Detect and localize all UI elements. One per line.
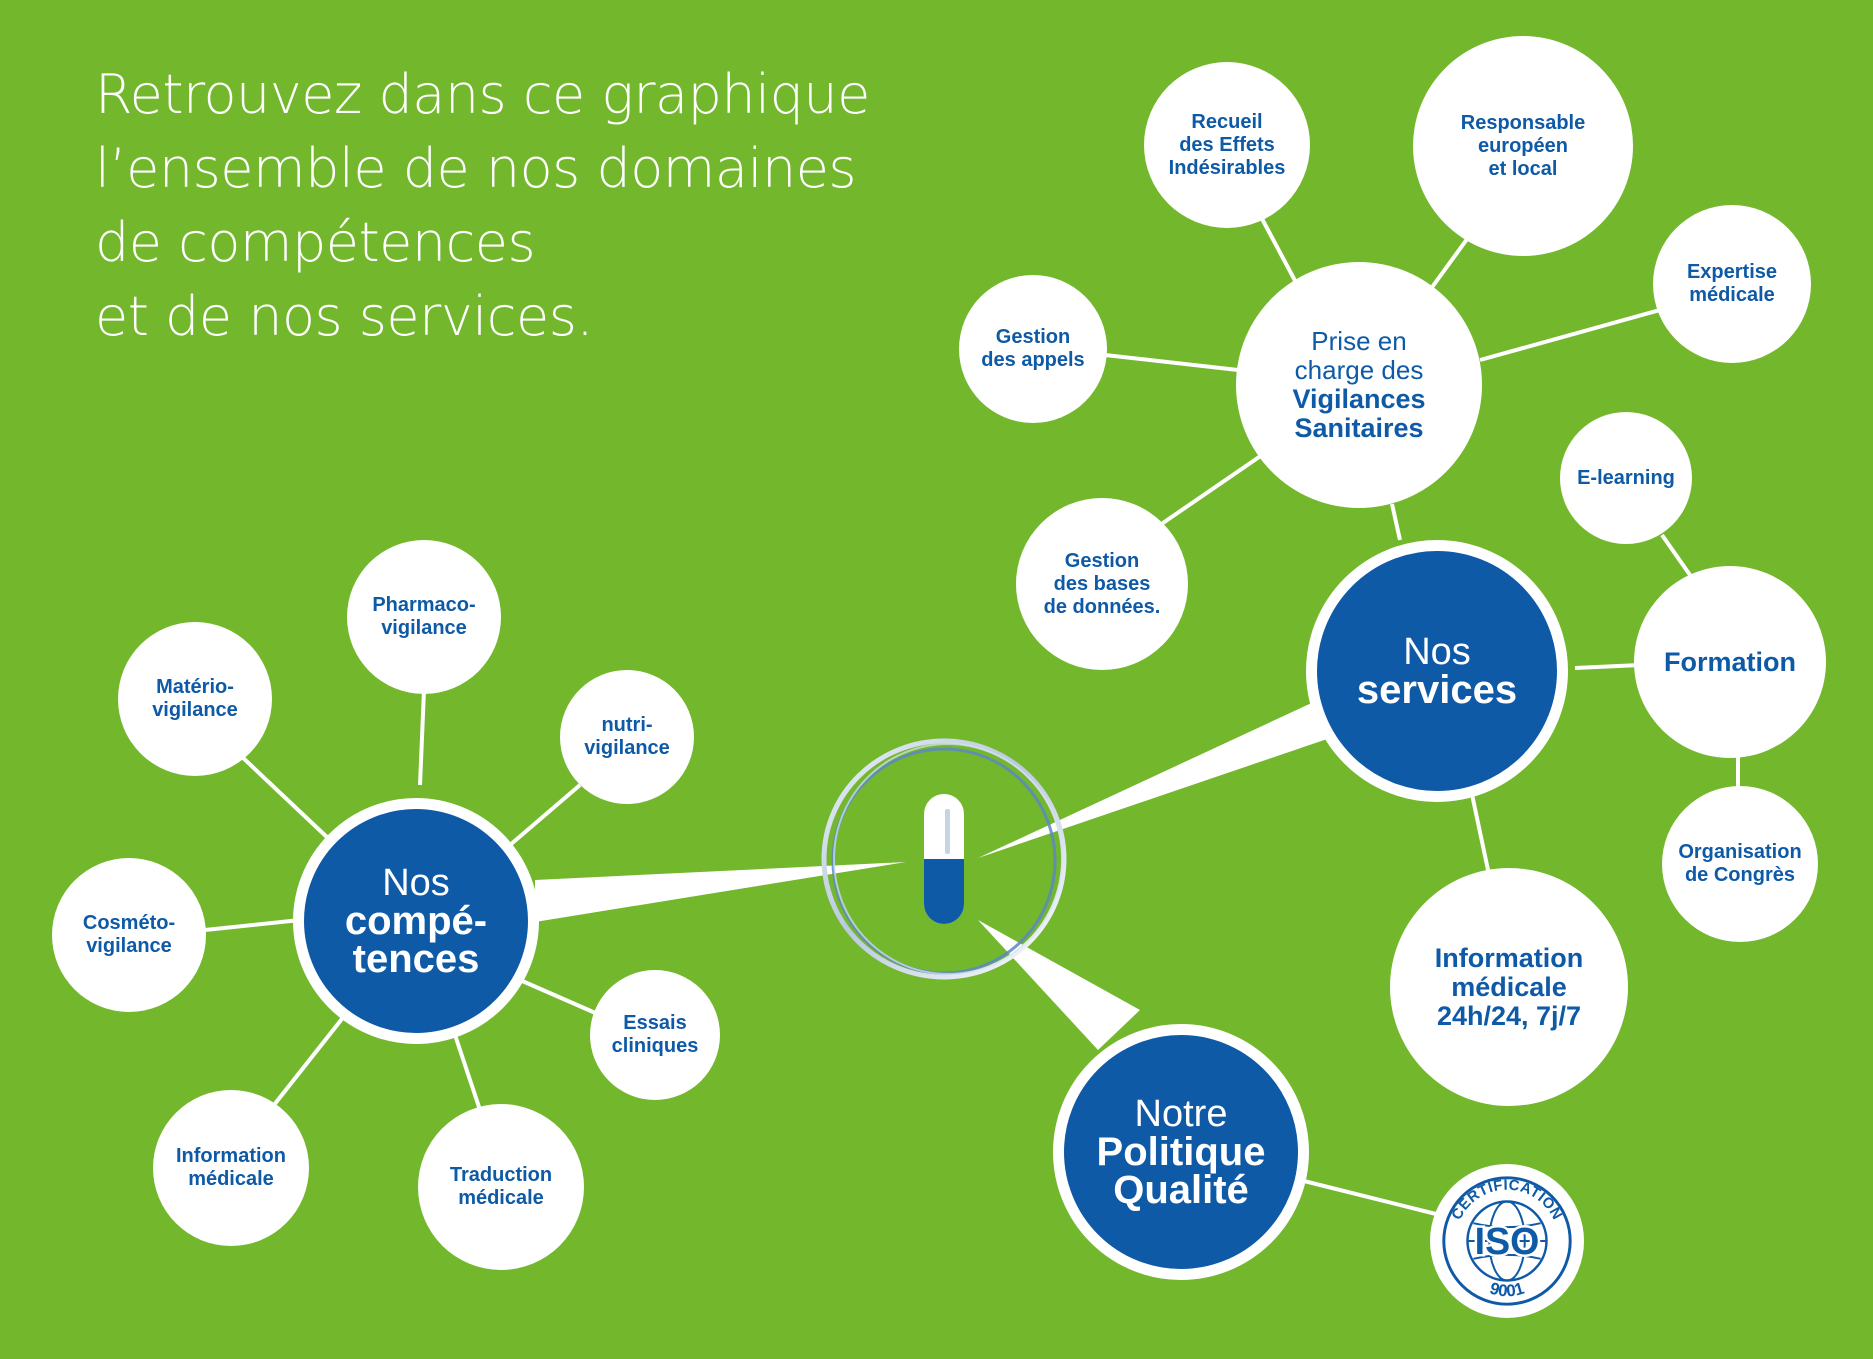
hub-light-text: Notre [1134,1093,1228,1135]
node-label: de données. [1043,595,1161,618]
page-title: Retrouvez dans ce graphique l’ensemble d… [95,58,870,354]
node-label: Gestion [995,326,1071,348]
node-label: cliniques [611,1035,699,1057]
node-label: Responsable [1460,111,1586,134]
node-label: Recueil [1191,110,1263,133]
node-materio-vigilance[interactable]: Matério-vigilance [118,622,272,776]
node-label: Formation [1664,646,1796,677]
mid-bold-text: Sanitaires [1294,413,1424,443]
node-cosmeto-vigilance[interactable]: Cosméto-vigilance [52,858,206,1012]
iso-9001-badge[interactable]: CERTIFICATION 9001 ISO [1428,1162,1586,1320]
node-label: des bases [1053,572,1151,595]
svg-text:9001: 9001 [1488,1279,1527,1301]
link-services-vigilances [1390,503,1402,541]
hub-bold-text: Qualité [1113,1168,1249,1212]
node-label: vigilance [584,737,670,759]
iso-center-text: ISO [1475,1220,1540,1262]
node-vigilances-sanitaires[interactable]: Prise en charge des Vigilances Sanitaire… [1236,262,1482,508]
title-line: et de nos services. [95,285,594,348]
node-label: Information [1434,942,1584,973]
node-label: médicale [1689,284,1775,306]
node-label: Expertise [1686,261,1778,283]
node-label: E-learning [1577,466,1675,489]
globe-icon [1467,1200,1547,1282]
hub-politique-qualite[interactable]: Notre Politique Qualité [1053,1024,1309,1280]
hub-bold-text: services [1356,668,1518,712]
hub-nos-competences[interactable]: Nos compé- tences [293,798,539,1044]
node-label: médicale [458,1187,544,1209]
node-label: Cosméto- [82,912,176,934]
link-competences-essais [519,978,601,1017]
node-label: vigilance [152,699,238,721]
node-label: vigilance [86,935,172,957]
node-nutri-vigilance[interactable]: nutri-vigilance [560,670,694,804]
title-line: de compétences [95,211,536,274]
link-competences-cosmeto [204,918,301,932]
node-label: européen [1477,134,1568,157]
link-competences-pharmaco [418,689,426,786]
link-vigilances-expertise [1479,308,1661,362]
node-label: médicale [1451,971,1567,1002]
mid-light-text: charge des [1294,355,1424,385]
link-services-info24 [1468,784,1490,871]
hub-nos-services[interactable]: Nos services [1306,540,1568,802]
node-label: Organisation [1678,841,1802,863]
node-label: Essais [623,1012,687,1034]
node-pharmaco-vigilance[interactable]: Pharmaco-vigilance [347,540,501,694]
beam-services [978,700,1330,858]
node-label: 24h/24, 7j/7 [1436,1000,1582,1031]
link-vigilances-recueil [1258,214,1302,291]
link-services-formation [1574,663,1641,670]
link-vigilances-appels [1104,353,1239,372]
node-label: Gestion [1064,549,1140,572]
link-vigilances-responsable [1428,233,1472,292]
node-label: Traduction [449,1164,553,1186]
node-label: des Effets [1179,133,1275,156]
node-label: médicale [188,1168,274,1190]
node-label: Pharmaco- [372,594,476,616]
title-line: l’ensemble de nos domaines [95,137,857,200]
hub-bold-text: Politique [1096,1130,1266,1174]
node-label: Matério- [156,676,234,698]
node-label: Indésirables [1168,156,1286,179]
link-vigilances-bases [1158,453,1264,527]
hub-bold-text: tences [352,937,480,981]
title-line: Retrouvez dans ce graphique [95,63,870,126]
node-formation[interactable]: Formation [1634,566,1826,758]
node-label: des appels [981,349,1085,371]
link-competences-information [268,1013,347,1112]
hub-light-text: Nos [1403,631,1471,673]
link-competences-materio [238,753,332,842]
link-competences-nutri [508,783,582,847]
mid-light-text: Prise en [1311,326,1407,356]
capsule-icon [924,794,964,924]
link-qualite-iso [1299,1178,1441,1217]
node-label: et local [1488,157,1558,180]
node-e-learning[interactable]: E-learning [1560,412,1692,544]
link-competences-traduction [453,1034,482,1111]
iso-bottom-text: 9001 [1488,1279,1527,1301]
beam-competences [535,862,906,922]
hub-light-text: Nos [382,862,450,904]
link-formation-elearning [1660,533,1692,577]
node-label: Information [176,1145,286,1167]
mid-bold-text: Vigilances [1292,384,1426,414]
node-label: nutri- [601,714,653,736]
hub-bold-text: compé- [344,899,488,943]
capsule-emblem [821,738,1067,980]
node-label: de Congrès [1684,864,1795,886]
node-label: vigilance [381,617,467,639]
